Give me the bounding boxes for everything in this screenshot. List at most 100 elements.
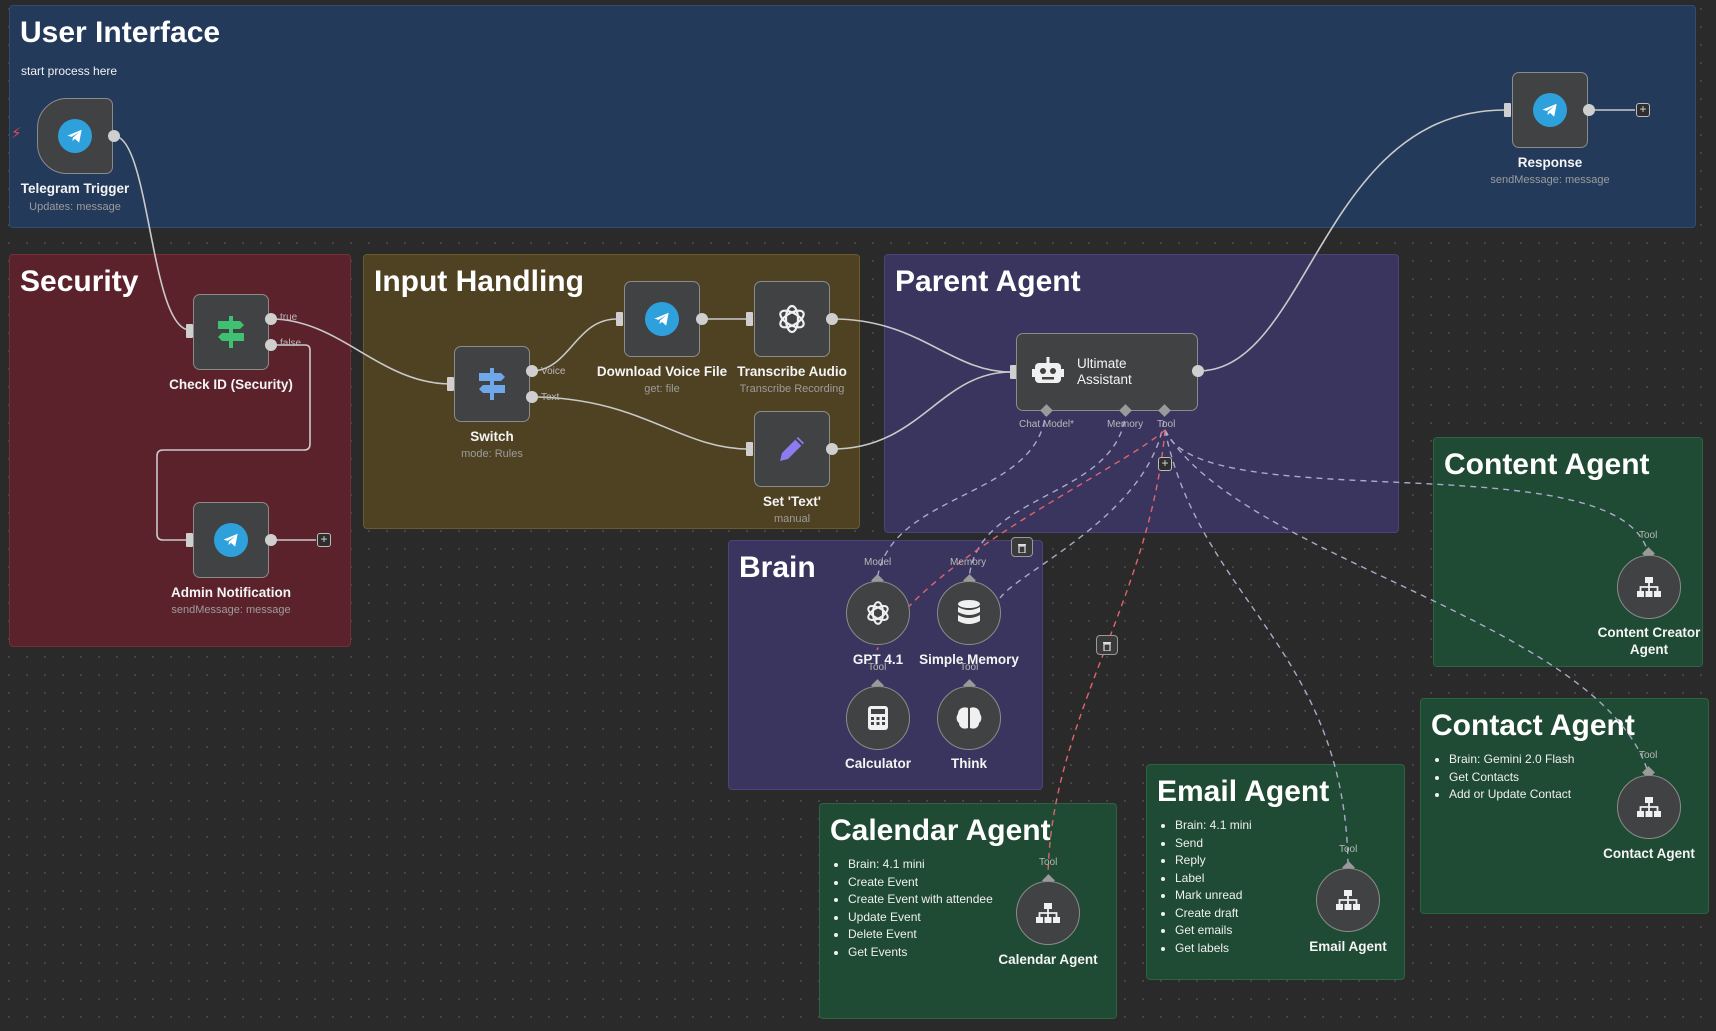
handle-label-text: Text (541, 392, 560, 403)
handle-label-voice: Voice (541, 366, 566, 377)
input-port[interactable] (186, 324, 193, 338)
delete-connection-trash-icon[interactable] (1096, 635, 1118, 655)
calculator-node[interactable] (846, 686, 910, 750)
list-item: Label (1175, 870, 1252, 888)
list-item: Get labels (1175, 940, 1252, 958)
calculator-icon (868, 706, 888, 730)
list-item: Send (1175, 835, 1252, 853)
node-label: Calendar Agent (998, 952, 1098, 967)
add-node-plus-icon[interactable]: + (1636, 103, 1650, 117)
node-subtitle: mode: Rules (461, 448, 523, 460)
robot-icon (1032, 357, 1064, 383)
output-port-text[interactable] (526, 391, 538, 403)
contact-agent-list: Brain: Gemini 2.0 Flash Get Contacts Add… (1423, 751, 1574, 804)
output-port[interactable] (826, 443, 838, 455)
node-label: Download Voice File (596, 364, 728, 379)
ultimate-assistant-node[interactable]: Ultimate Assistant (1016, 333, 1198, 411)
handle-label-chat-model: Chat Model* (1019, 419, 1075, 430)
output-port[interactable] (696, 313, 708, 325)
node-subtitle: Transcribe Recording (739, 383, 845, 395)
list-item: Get Contacts (1449, 769, 1574, 787)
response-node[interactable] (1512, 72, 1588, 148)
input-port[interactable] (1504, 103, 1511, 117)
handle-label-memory: Memory (1107, 419, 1144, 430)
input-port[interactable] (746, 312, 753, 326)
delete-connection-trash-icon[interactable] (1011, 537, 1033, 557)
node-subtitle: Updates: message (29, 201, 121, 213)
group-title: Input Handling (374, 265, 584, 298)
sitemap-icon (1637, 577, 1661, 597)
list-item: Create draft (1175, 905, 1252, 923)
node-label: Response (1517, 155, 1583, 170)
node-label: Contact Agent (1603, 846, 1695, 861)
add-tool-plus-icon[interactable]: + (1158, 457, 1172, 471)
node-label: Switch (470, 429, 514, 444)
handle-label-memory: Memory (950, 557, 987, 568)
output-port-false[interactable] (265, 339, 277, 351)
list-item: Brain: 4.1 mini (848, 856, 993, 874)
output-port[interactable] (826, 313, 838, 325)
admin-notification-node[interactable] (193, 502, 269, 578)
list-item: Get Events (848, 944, 993, 962)
handle-label-true: true (280, 312, 298, 323)
group-title: Content Agent (1444, 448, 1650, 481)
telegram-icon (645, 302, 679, 336)
group-title: Calendar Agent (830, 814, 1051, 847)
simple-memory-node[interactable] (937, 581, 1001, 645)
node-label: GPT 4.1 (852, 652, 904, 667)
calendar-agent-list: Brain: 4.1 mini Create Event Create Even… (822, 856, 993, 961)
node-label-line1: Content Creator (1597, 625, 1701, 640)
group-subtitle: start process here (21, 64, 118, 78)
output-port-voice[interactable] (526, 365, 538, 377)
list-item: Add or Update Contact (1449, 786, 1574, 804)
group-title: Parent Agent (895, 265, 1081, 298)
set-text-node[interactable] (754, 411, 830, 487)
email-agent-node[interactable] (1316, 868, 1380, 932)
list-item: Mark unread (1175, 887, 1252, 905)
node-label: Simple Memory (919, 652, 1019, 667)
output-port[interactable] (1583, 104, 1595, 116)
input-port[interactable] (746, 442, 753, 456)
node-label: Check ID (Security) (169, 377, 293, 392)
node-label: Email Agent (1309, 939, 1387, 954)
sitemap-icon (1336, 890, 1360, 910)
input-port[interactable] (616, 312, 623, 326)
output-port[interactable] (108, 130, 120, 142)
calendar-agent-node[interactable] (1016, 881, 1080, 945)
input-port[interactable] (186, 533, 193, 547)
input-port[interactable] (1010, 365, 1017, 379)
add-node-plus-icon[interactable]: + (317, 533, 331, 547)
output-port[interactable] (265, 534, 277, 546)
check-id-node[interactable] (193, 294, 269, 370)
telegram-trigger-node[interactable] (37, 98, 113, 174)
handle-label-tool: Tool (1639, 750, 1658, 761)
think-node[interactable] (937, 686, 1001, 750)
node-label: Admin Notification (171, 585, 291, 600)
node-subtitle: manual (773, 513, 811, 525)
telegram-icon (214, 523, 248, 557)
node-label-line2: Agent (1629, 642, 1669, 657)
switch-node[interactable] (454, 346, 530, 422)
handle-label-tool: Tool (960, 662, 979, 673)
output-port-true[interactable] (265, 313, 277, 325)
list-item: Reply (1175, 852, 1252, 870)
list-item: Delete Event (848, 926, 993, 944)
transcribe-audio-node[interactable] (754, 281, 830, 357)
email-agent-list: Brain: 4.1 mini Send Reply Label Mark un… (1149, 817, 1252, 957)
input-port[interactable] (447, 377, 454, 391)
list-item: Update Event (848, 909, 993, 927)
openai-icon (867, 601, 889, 625)
contact-agent-node[interactable] (1617, 775, 1681, 839)
pencil-icon (780, 437, 804, 461)
list-item: Get emails (1175, 922, 1252, 940)
content-creator-agent-node[interactable] (1617, 555, 1681, 619)
group-title: Security (20, 265, 139, 298)
switch-icon (479, 368, 505, 400)
output-port[interactable] (1192, 365, 1204, 377)
telegram-icon (1533, 93, 1567, 127)
node-subtitle: get: file (644, 383, 680, 395)
sitemap-icon (1036, 903, 1060, 923)
download-voice-node[interactable] (624, 281, 700, 357)
group-user-interface[interactable]: User Interface start process here (9, 5, 1696, 228)
gpt41-node[interactable] (846, 581, 910, 645)
